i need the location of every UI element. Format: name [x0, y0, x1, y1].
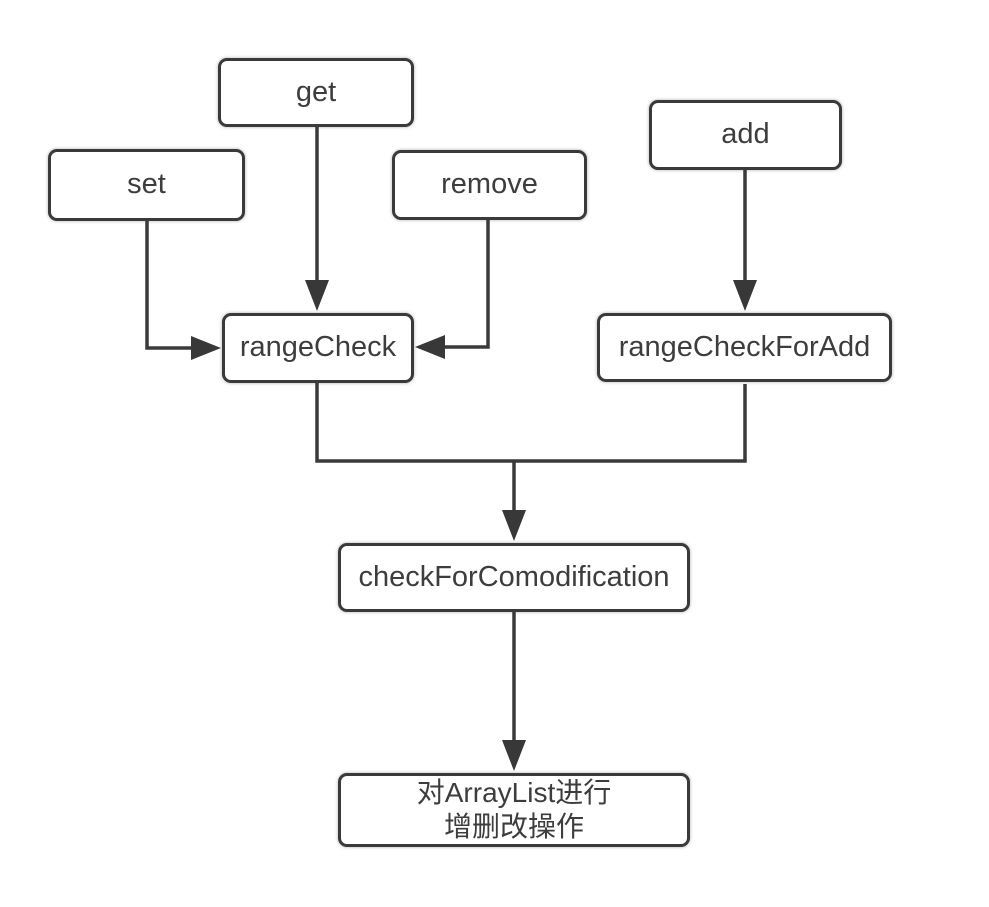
edge-get-to-rangecheck — [305, 127, 329, 311]
node-add-label: add — [721, 118, 770, 151]
node-checkforcomodification: checkForComodification — [338, 543, 690, 612]
node-remove: remove — [392, 150, 587, 220]
node-rangecheck-label: rangeCheck — [239, 331, 397, 364]
node-arraylist-operations-label-line1: 对ArrayList进行 — [416, 776, 612, 808]
node-set-label: set — [127, 168, 166, 201]
edge-checkforcomodification-to-arraylist-ops — [502, 612, 526, 771]
node-rangecheck: rangeCheck — [222, 313, 414, 383]
node-set: set — [48, 149, 245, 221]
edge-add-to-rangecheckforadd — [733, 170, 757, 311]
edge-set-to-rangecheck — [145, 221, 221, 360]
node-arraylist-operations: 对ArrayList进行 增删改操作 — [338, 773, 690, 847]
edge-merge-to-checkforcomodification — [315, 383, 747, 541]
node-get-label: get — [295, 75, 337, 108]
node-checkforcomodification-label: checkForComodification — [358, 560, 670, 593]
node-rangecheckforadd-label: rangeCheckForAdd — [618, 330, 871, 363]
node-arraylist-operations-label-line2: 增删改操作 — [443, 811, 584, 842]
edge-remove-to-rangecheck — [415, 220, 490, 359]
node-add: add — [649, 100, 842, 170]
node-get: get — [218, 58, 414, 127]
node-rangecheckforadd: rangeCheckForAdd — [597, 313, 892, 382]
node-remove-label: remove — [441, 168, 538, 201]
